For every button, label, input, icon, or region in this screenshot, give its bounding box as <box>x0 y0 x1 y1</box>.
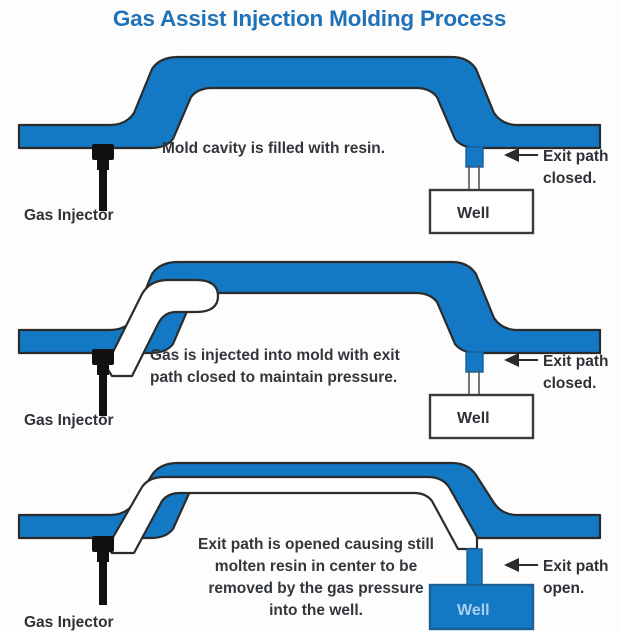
gas-injector-label: Gas Injector <box>24 412 114 429</box>
gas-injector-label: Gas Injector <box>24 207 114 224</box>
left-arrow-icon <box>504 353 538 367</box>
well-label: Well <box>457 410 490 427</box>
gas-injector-label: Gas Injector <box>24 614 114 631</box>
panel-step-1: Gas Injector Mold cavity is filled with … <box>0 45 619 245</box>
gas-void-bubble <box>96 278 220 378</box>
gas-injector-nozzle <box>92 144 114 211</box>
gas-injector-nozzle <box>92 536 114 605</box>
exit-stub <box>465 351 484 373</box>
well-label: Well <box>457 205 490 222</box>
well-box <box>428 393 535 440</box>
gas-injector-nozzle <box>92 349 114 416</box>
left-arrow-icon <box>504 558 538 572</box>
panel-3-caption-line-3: removed by the gas pressure <box>208 580 424 597</box>
panel-1-annotation-line-2: closed. <box>543 170 596 187</box>
mold-cavity-filled-shape <box>17 55 602 150</box>
exit-channel-closed <box>468 370 480 396</box>
panel-3-caption-line-4: into the well. <box>269 602 363 619</box>
panel-1-caption-line-1: Mold cavity is filled with resin. <box>162 140 385 157</box>
panel-step-2: Gas Injector Gas is injected into mold w… <box>0 248 619 455</box>
panel-2-caption-line-2: path closed to maintain pressure. <box>150 369 397 386</box>
panel-2-caption-line-1: Gas is injected into mold with exit <box>150 347 400 364</box>
exit-stub <box>465 146 484 168</box>
exit-channel-closed <box>468 165 480 191</box>
panel-2-annotation-line-2: closed. <box>543 375 596 392</box>
panel-step-3: Gas Injector Exit path is opened causing… <box>0 457 619 632</box>
panel-3-annotation-line-2: open. <box>543 580 584 597</box>
well-label: Well <box>457 602 490 619</box>
mold-cavity-filled-shape <box>17 260 602 355</box>
well-box <box>428 583 535 631</box>
page-title: Gas Assist Injection Molding Process <box>112 6 507 31</box>
panel-1-annotation-line-1: Exit path <box>543 148 608 165</box>
panel-3-annotation-line-1: Exit path <box>543 558 608 575</box>
panel-3-caption-line-2: molten resin in center to be <box>215 558 418 575</box>
left-arrow-icon <box>504 148 538 162</box>
panel-3-caption-line-1: Exit path is opened causing still <box>198 536 434 553</box>
panel-2-annotation-line-1: Exit path <box>543 353 608 370</box>
well-box <box>428 188 535 235</box>
mold-cavity-filled-shape <box>17 461 602 540</box>
